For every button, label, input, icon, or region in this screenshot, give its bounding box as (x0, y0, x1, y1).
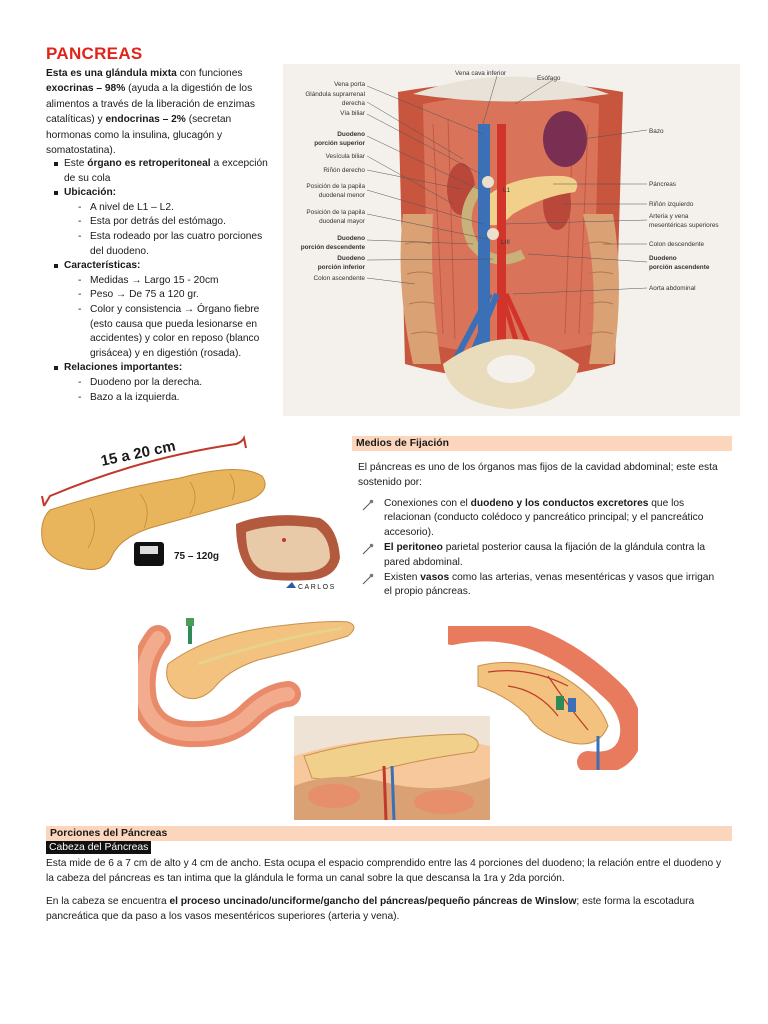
label-esofago: Esófago (537, 75, 561, 82)
label-pancreas: Páncreas (649, 181, 676, 188)
label-via-biliar: Vía biliar (340, 110, 366, 117)
porciones-heading: Porciones del Páncreas (46, 826, 732, 841)
intro-paragraph: Esta es una glándula mixta con funciones… (46, 68, 255, 157)
label-glandula-suprarrenal: Glándula suprarrenal (305, 91, 365, 98)
list-item-caracteristicas: Características: Medidas → Largo 15 - 20… (46, 259, 278, 361)
feature-list: Este órgano es retroperitoneal a excepci… (46, 157, 278, 405)
list-item: El peritoneo parietal posterior causa la… (358, 541, 720, 571)
pancreas-measurement-figure: 15 a 20 cm 75 – 120g CARLOS (40, 428, 348, 594)
label-duodeno-superior: Duodeno (337, 131, 365, 138)
label-papila-mayor: Posición de la papila (306, 209, 365, 216)
label-vesicula: Vesícula biliar (326, 153, 366, 160)
abdominal-anatomy-figure: L1 LIII Vena porta Glándula suprarrenal … (283, 64, 740, 416)
pin-icon (362, 573, 374, 584)
pin-icon (362, 543, 374, 555)
label-papila-mayor-2: duodenal mayor (319, 218, 366, 225)
label-vena-porta: Vena porta (334, 81, 365, 88)
label-duodeno-descendente: Duodeno (337, 235, 365, 242)
label-papila-menor: Posición de la papila (306, 183, 365, 190)
list-item-ubicacion: Ubicación: A nivel de L1 – L2. Esta por … (46, 186, 278, 259)
label-duodeno-inferior: Duodeno (337, 255, 365, 262)
label-papila-menor-2: duodenal menor (319, 192, 366, 199)
medios-section: El páncreas es uno de los órganos mas fi… (358, 461, 720, 600)
medios-intro: El páncreas es uno de los órganos mas fi… (358, 462, 718, 488)
pancreas-in-situ-illustration (294, 716, 490, 820)
label-colon-ascendente: Colon ascendente (313, 275, 365, 282)
cabeza-paragraph-2: En la cabeza se encuentra el proceso unc… (46, 896, 695, 923)
brand-logo-text: CARLOS (298, 584, 336, 591)
list-item: Existen vasos como las arterias, venas m… (358, 571, 720, 601)
pin-icon (362, 499, 374, 510)
weight-label: 75 – 120g (174, 551, 219, 562)
list-item: A nivel de L1 – L2. (78, 201, 278, 216)
label-vena-cava: Vena cava inferior (455, 70, 507, 77)
vertebra-l3-label: LIII (501, 239, 510, 246)
list-item: Peso → De 75 a 120 gr. (78, 288, 278, 303)
medios-heading: Medios de Fijación (352, 436, 732, 451)
list-item: Medidas → Largo 15 - 20cm (78, 274, 278, 289)
list-item: Esta por detrás del estómago. (78, 215, 278, 230)
label-rinon-derecho: Riñón derecho (323, 167, 365, 174)
list-item: Bazo a la izquierda. (78, 391, 278, 406)
label-arteria-vena: Arteria y vena (649, 213, 689, 220)
cabeza-subheading: Cabeza del Páncreas (46, 841, 152, 854)
label-glandula-derecha: derecha (342, 100, 366, 107)
label-bazo: Bazo (649, 128, 664, 135)
label-duodeno-ascendente: Duodeno (649, 255, 677, 262)
pancreas-duodenum-illustration (138, 604, 366, 752)
list-item: Esta rodeado por las cuatro porciones de… (78, 230, 278, 259)
list-item: Conexiones con el duodeno y los conducto… (358, 497, 720, 541)
label-duodeno-superior-2: porción superior (314, 140, 365, 147)
label-duodeno-descendente-2: porción descendente (301, 244, 366, 251)
vertebra-l1-label: L1 (503, 187, 511, 194)
label-duodeno-inferior-2: porción inferior (318, 264, 366, 271)
list-item-relaciones: Relaciones importantes: Duodeno por la d… (46, 361, 278, 405)
page-title: PANCREAS (46, 44, 143, 63)
list-item: Color y consistencia → Órgano fiebre (es… (78, 303, 278, 361)
label-aorta: Aorta abdominal (649, 285, 696, 292)
list-item: Duodeno por la derecha. (78, 376, 278, 391)
list-item-retroperitoneal: Este órgano es retroperitoneal a excepci… (46, 157, 278, 186)
cabeza-paragraph-1: Esta mide de 6 a 7 cm de alto y 4 cm de … (46, 858, 722, 885)
label-colon-descendente: Colon descendente (649, 241, 705, 248)
label-duodeno-ascendente-2: porción ascendente (649, 264, 710, 271)
label-arteria-vena-2: mesentéricas superiores (649, 222, 719, 229)
label-rinon-izquierdo: Riñón izquierdo (649, 201, 694, 208)
